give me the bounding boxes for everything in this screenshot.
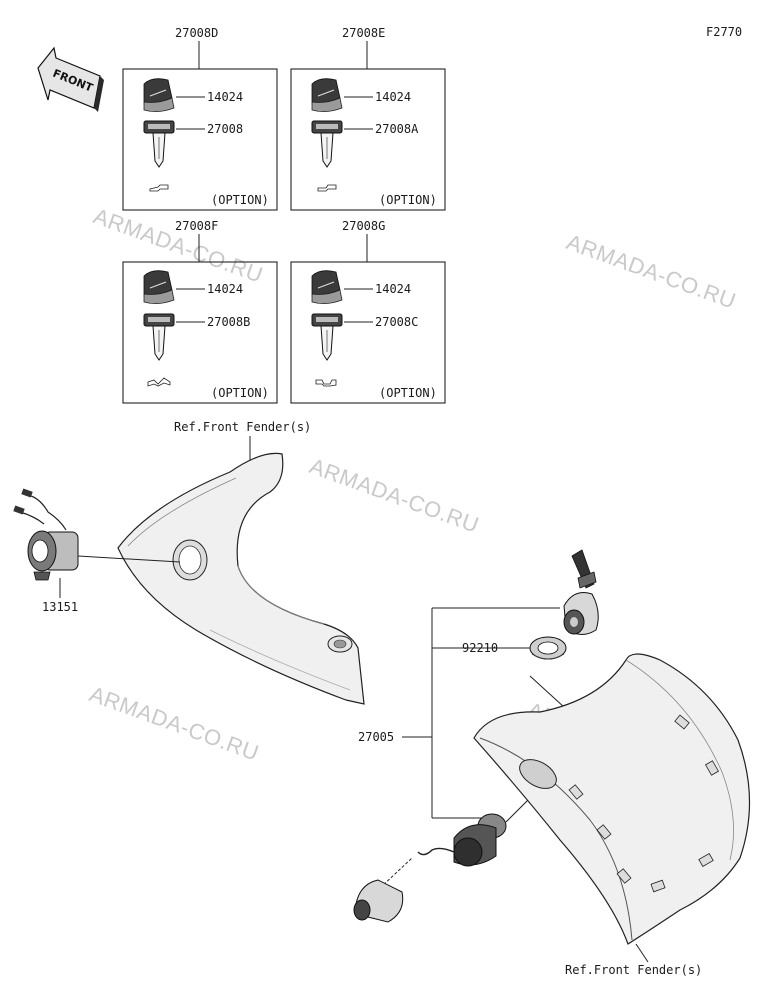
part-number-13151: 13151 <box>42 600 78 614</box>
key-knob-icon <box>143 78 175 112</box>
part-number-92210: 92210 <box>462 641 498 655</box>
key-profile-icon <box>147 377 171 387</box>
key-profile-icon <box>317 184 337 192</box>
key-set-box: 27008E 14024 27008A (OPTION) <box>290 26 446 211</box>
key-set-box: 27008D 14024 27008 (OPTION) <box>122 26 278 211</box>
option-note: (OPTION) <box>211 193 269 207</box>
key-set-box: 27008G 14024 27008C (OPTION) <box>290 219 446 404</box>
part-number-27005: 27005 <box>358 730 394 744</box>
option-note: (OPTION) <box>379 193 437 207</box>
key-set-number: 27008D <box>175 26 218 40</box>
key-knob-icon <box>311 78 343 112</box>
knob-part-number: 14024 <box>375 90 411 104</box>
key-part-number: 27008B <box>207 315 250 329</box>
front-fender-illustration <box>473 653 751 945</box>
ref-front-fender-label: Ref.Front Fender(s) <box>174 420 311 434</box>
key-icon <box>311 120 343 168</box>
option-note: (OPTION) <box>379 386 437 400</box>
key-part-number: 27008A <box>375 122 419 136</box>
knob-part-number: 14024 <box>375 282 411 296</box>
key-knob-icon <box>311 270 343 304</box>
watermark: ARMADA-CO.RU <box>563 229 739 313</box>
watermark: ARMADA-CO.RU <box>306 453 482 537</box>
key-knob-icon <box>143 270 175 304</box>
key-icon <box>143 120 175 168</box>
lock-nut-icon <box>529 636 567 660</box>
ignition-key-icon <box>563 549 599 635</box>
ref-front-fender-label: Ref.Front Fender(s) <box>565 963 702 977</box>
key-set-box: 27008F 14024 27008B (OPTION) <box>122 219 278 404</box>
option-note: (OPTION) <box>211 386 269 400</box>
key-set-number: 27008E <box>342 26 385 40</box>
knob-part-number: 14024 <box>207 90 243 104</box>
ignition-switch-icon <box>417 813 507 867</box>
knob-part-number: 14024 <box>207 282 243 296</box>
key-part-number: 27008 <box>207 122 243 136</box>
power-socket-icon <box>13 488 79 581</box>
key-profile-icon <box>149 184 169 192</box>
watermark: ARMADA-CO.RU <box>90 203 266 287</box>
key-part-number: 27008C <box>375 315 418 329</box>
front-arrow-icon: FRONT <box>37 46 104 112</box>
key-profile-icon <box>315 379 337 387</box>
key-set-number: 27008F <box>175 219 218 233</box>
figure-code: F2770 <box>706 25 742 39</box>
key-icon <box>143 313 175 361</box>
watermark: ARMADA-CO.RU <box>86 681 262 765</box>
key-icon <box>311 313 343 361</box>
front-fender-illustration <box>117 452 365 705</box>
wire-connector-icon <box>353 857 413 923</box>
key-set-number: 27008G <box>342 219 385 233</box>
